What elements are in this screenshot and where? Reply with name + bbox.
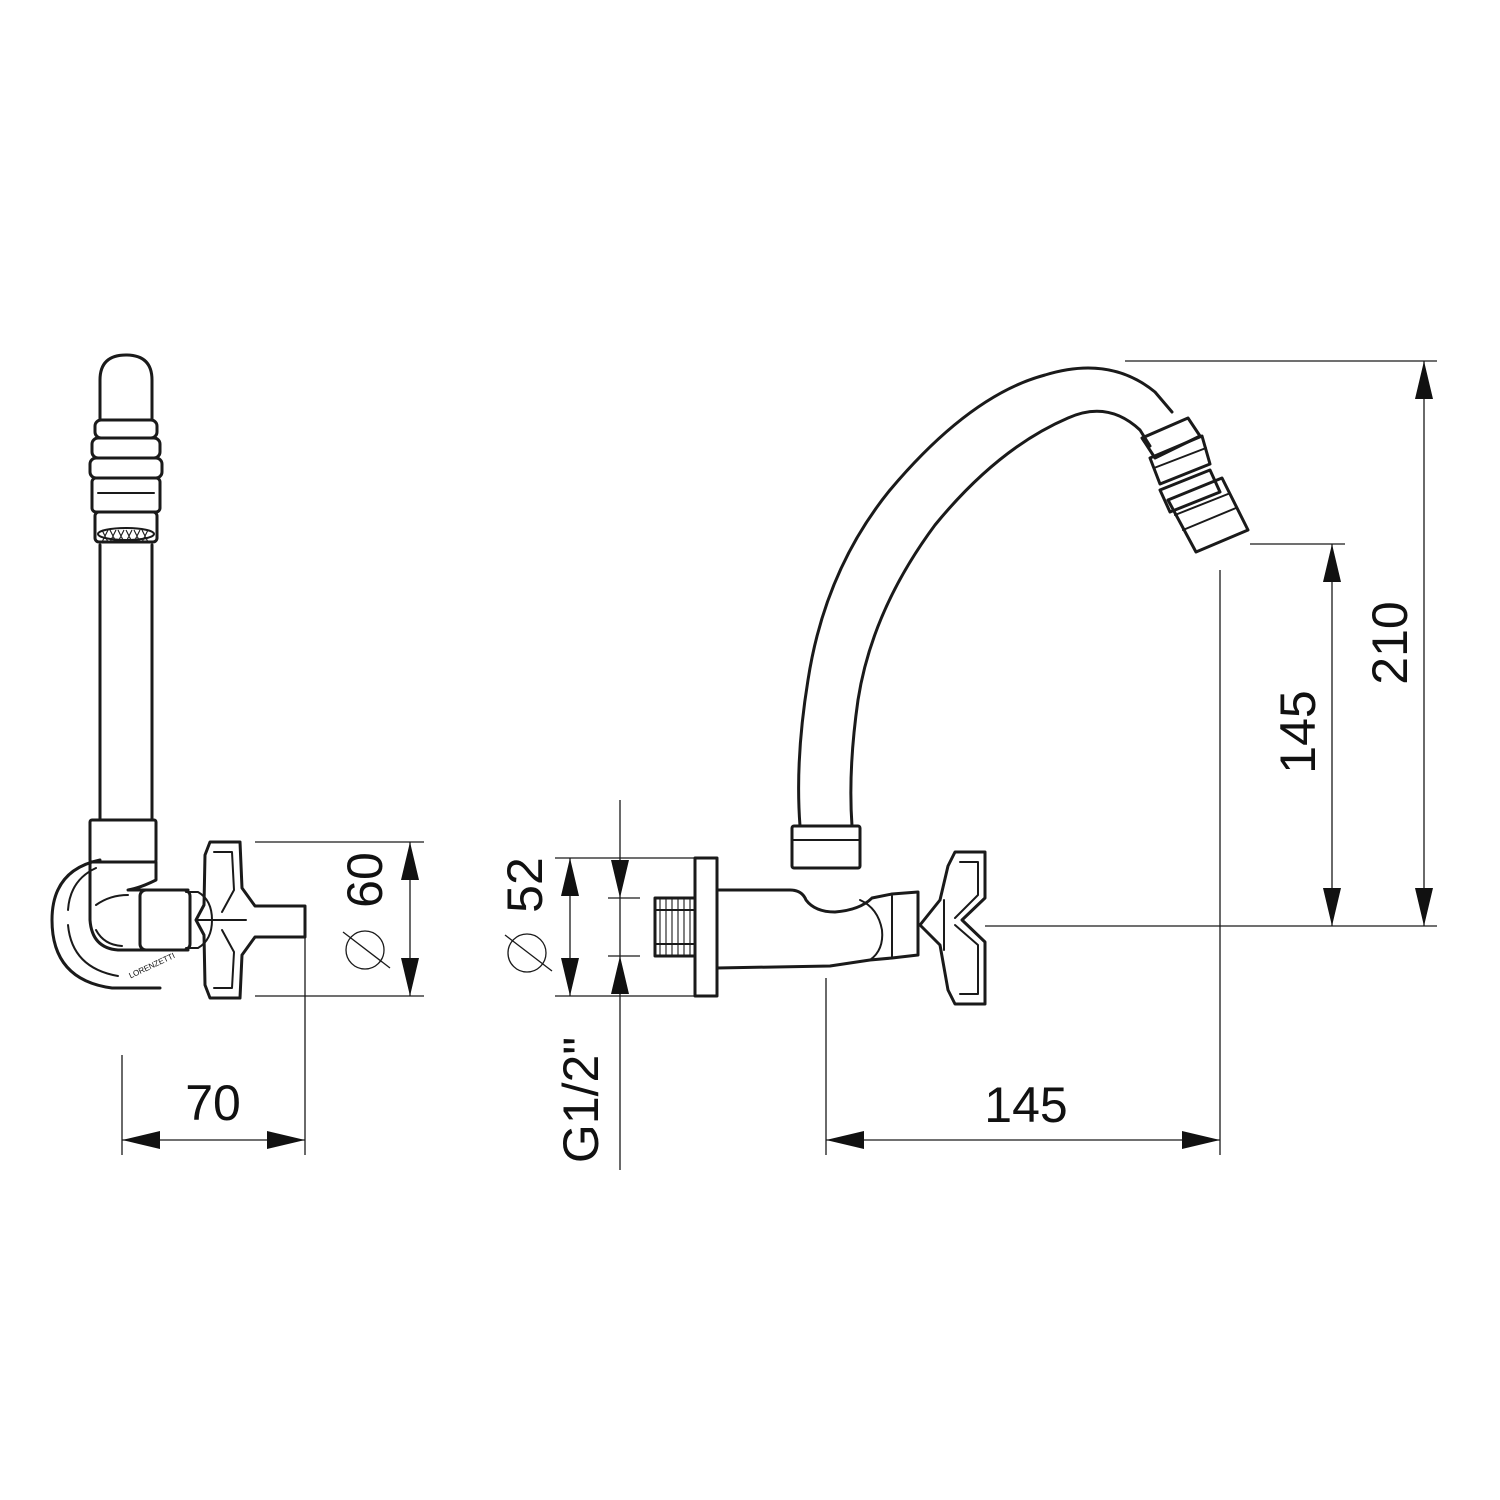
dimension-outlet-height: 145 (985, 543, 1345, 927)
side-cross-handle (194, 840, 307, 1000)
front-valve-body (715, 888, 920, 970)
front-curved-spout (797, 366, 1174, 828)
side-valve-body (88, 860, 190, 952)
front-cross-handle (918, 850, 987, 1006)
side-spout-top (98, 353, 154, 422)
side-aerator-collar (88, 418, 164, 544)
dimension-side-width: 70 (121, 935, 306, 1155)
side-escutcheon (50, 858, 162, 990)
dimension-escutcheon-height: 60 (255, 841, 424, 997)
dim-text-145-reach: 145 (984, 1077, 1067, 1133)
dim-text-g12: G1/2" (553, 1037, 609, 1163)
front-wall-flange (693, 856, 719, 998)
front-view (653, 366, 1250, 1006)
side-spout-tube (98, 543, 154, 822)
dim-text-70: 70 (185, 1075, 241, 1131)
diameter-symbol-52 (504, 933, 553, 973)
dimension-spout-reach: 145 (825, 570, 1221, 1155)
dimension-thread: 52 G1/2" (497, 800, 695, 1170)
side-aerator-mesh (101, 529, 149, 543)
dimension-total-height: 210 (1125, 360, 1437, 927)
dim-text-60: 60 (337, 852, 393, 908)
side-view: LORENZETTI (50, 353, 307, 1000)
front-threaded-nipple (653, 896, 697, 958)
front-spout-collar (790, 824, 862, 870)
dim-text-210: 210 (1362, 601, 1418, 684)
dim-text-52: 52 (497, 857, 553, 913)
side-valve-stem (138, 888, 192, 952)
dim-text-145-height: 145 (1270, 690, 1326, 773)
side-brand-mark: LORENZETTI (127, 951, 176, 980)
side-base-collar (88, 818, 158, 864)
diameter-symbol-60 (342, 930, 391, 970)
front-aerator (1140, 416, 1250, 554)
